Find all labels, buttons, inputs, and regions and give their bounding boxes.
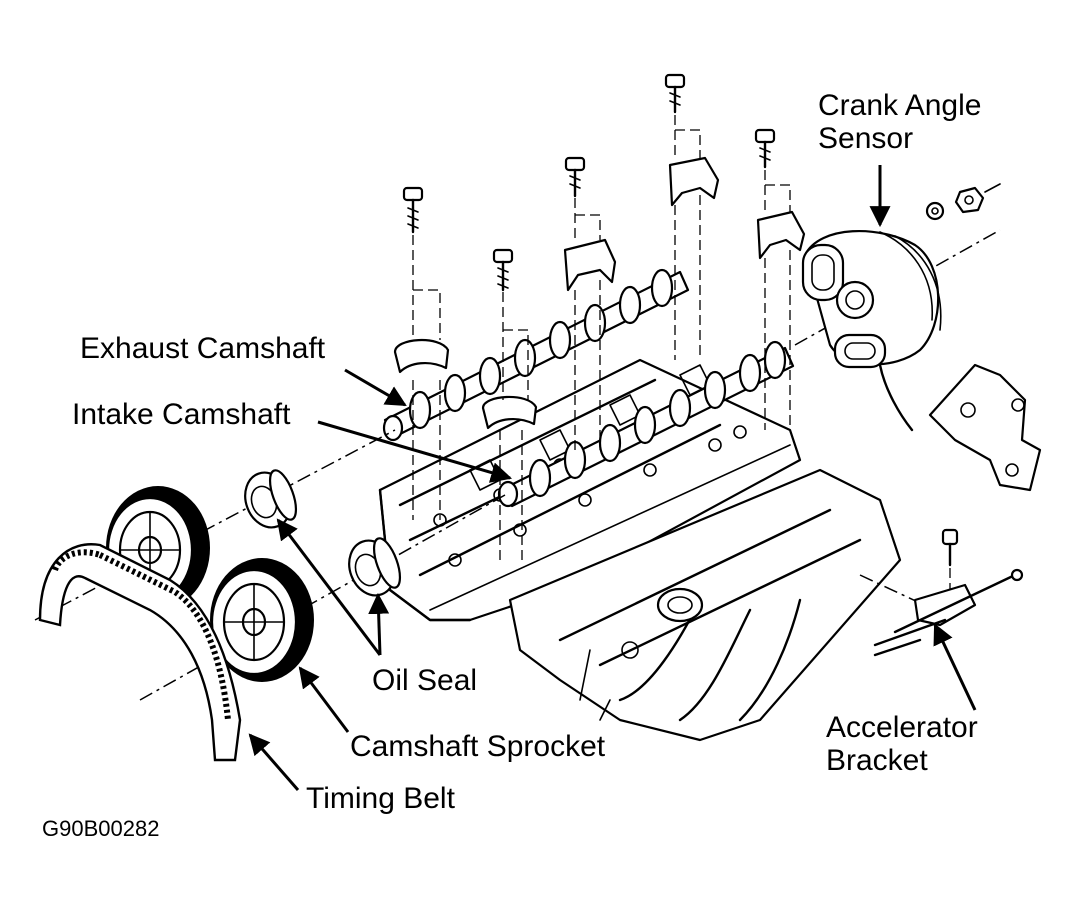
timing-belt-label: Timing Belt — [306, 782, 456, 815]
alignment-lines — [34, 115, 1001, 701]
intake-camshaft-label: Intake Camshaft — [72, 398, 291, 431]
sensor-bracket — [928, 363, 1042, 492]
callout-labels: Crank Angle Sensor Exhaust Camshaft Inta… — [42, 89, 981, 841]
oil-seal-label: Oil Seal — [372, 664, 477, 697]
camshaft-sprocket-leader — [298, 666, 350, 733]
accelerator-bracket-label-line2: Bracket — [826, 744, 928, 777]
accelerator-bracket-part — [873, 528, 1024, 657]
exhaust-camshaft-label: Exhaust Camshaft — [80, 332, 326, 365]
cap-bolts — [402, 73, 776, 292]
accelerator-bracket-leader — [933, 623, 977, 711]
timing-belt-leader — [248, 733, 300, 791]
intake-camshaft-leader — [317, 420, 513, 483]
leader-lines — [248, 165, 977, 791]
oil-seals — [244, 469, 402, 597]
oil-seal-leader-1 — [276, 518, 382, 656]
oil-seal-leader-2 — [368, 592, 390, 656]
figure-code: G90B00282 — [42, 816, 159, 841]
intake-camshaft — [497, 340, 795, 508]
crank-angle-sensor-label-line1: Crank Angle — [818, 89, 981, 122]
intake-manifold — [508, 468, 902, 742]
exhaust-camshaft-leader — [344, 368, 407, 407]
crank-angle-sensor — [801, 183, 1001, 432]
timing-belt — [38, 543, 242, 762]
crank-angle-sensor-label-line2: Sensor — [818, 122, 913, 155]
camshaft-bearing-caps — [393, 156, 806, 430]
camshaft-sprocket-label: Camshaft Sprocket — [350, 730, 606, 763]
accelerator-bracket-label-line1: Accelerator — [826, 711, 978, 744]
